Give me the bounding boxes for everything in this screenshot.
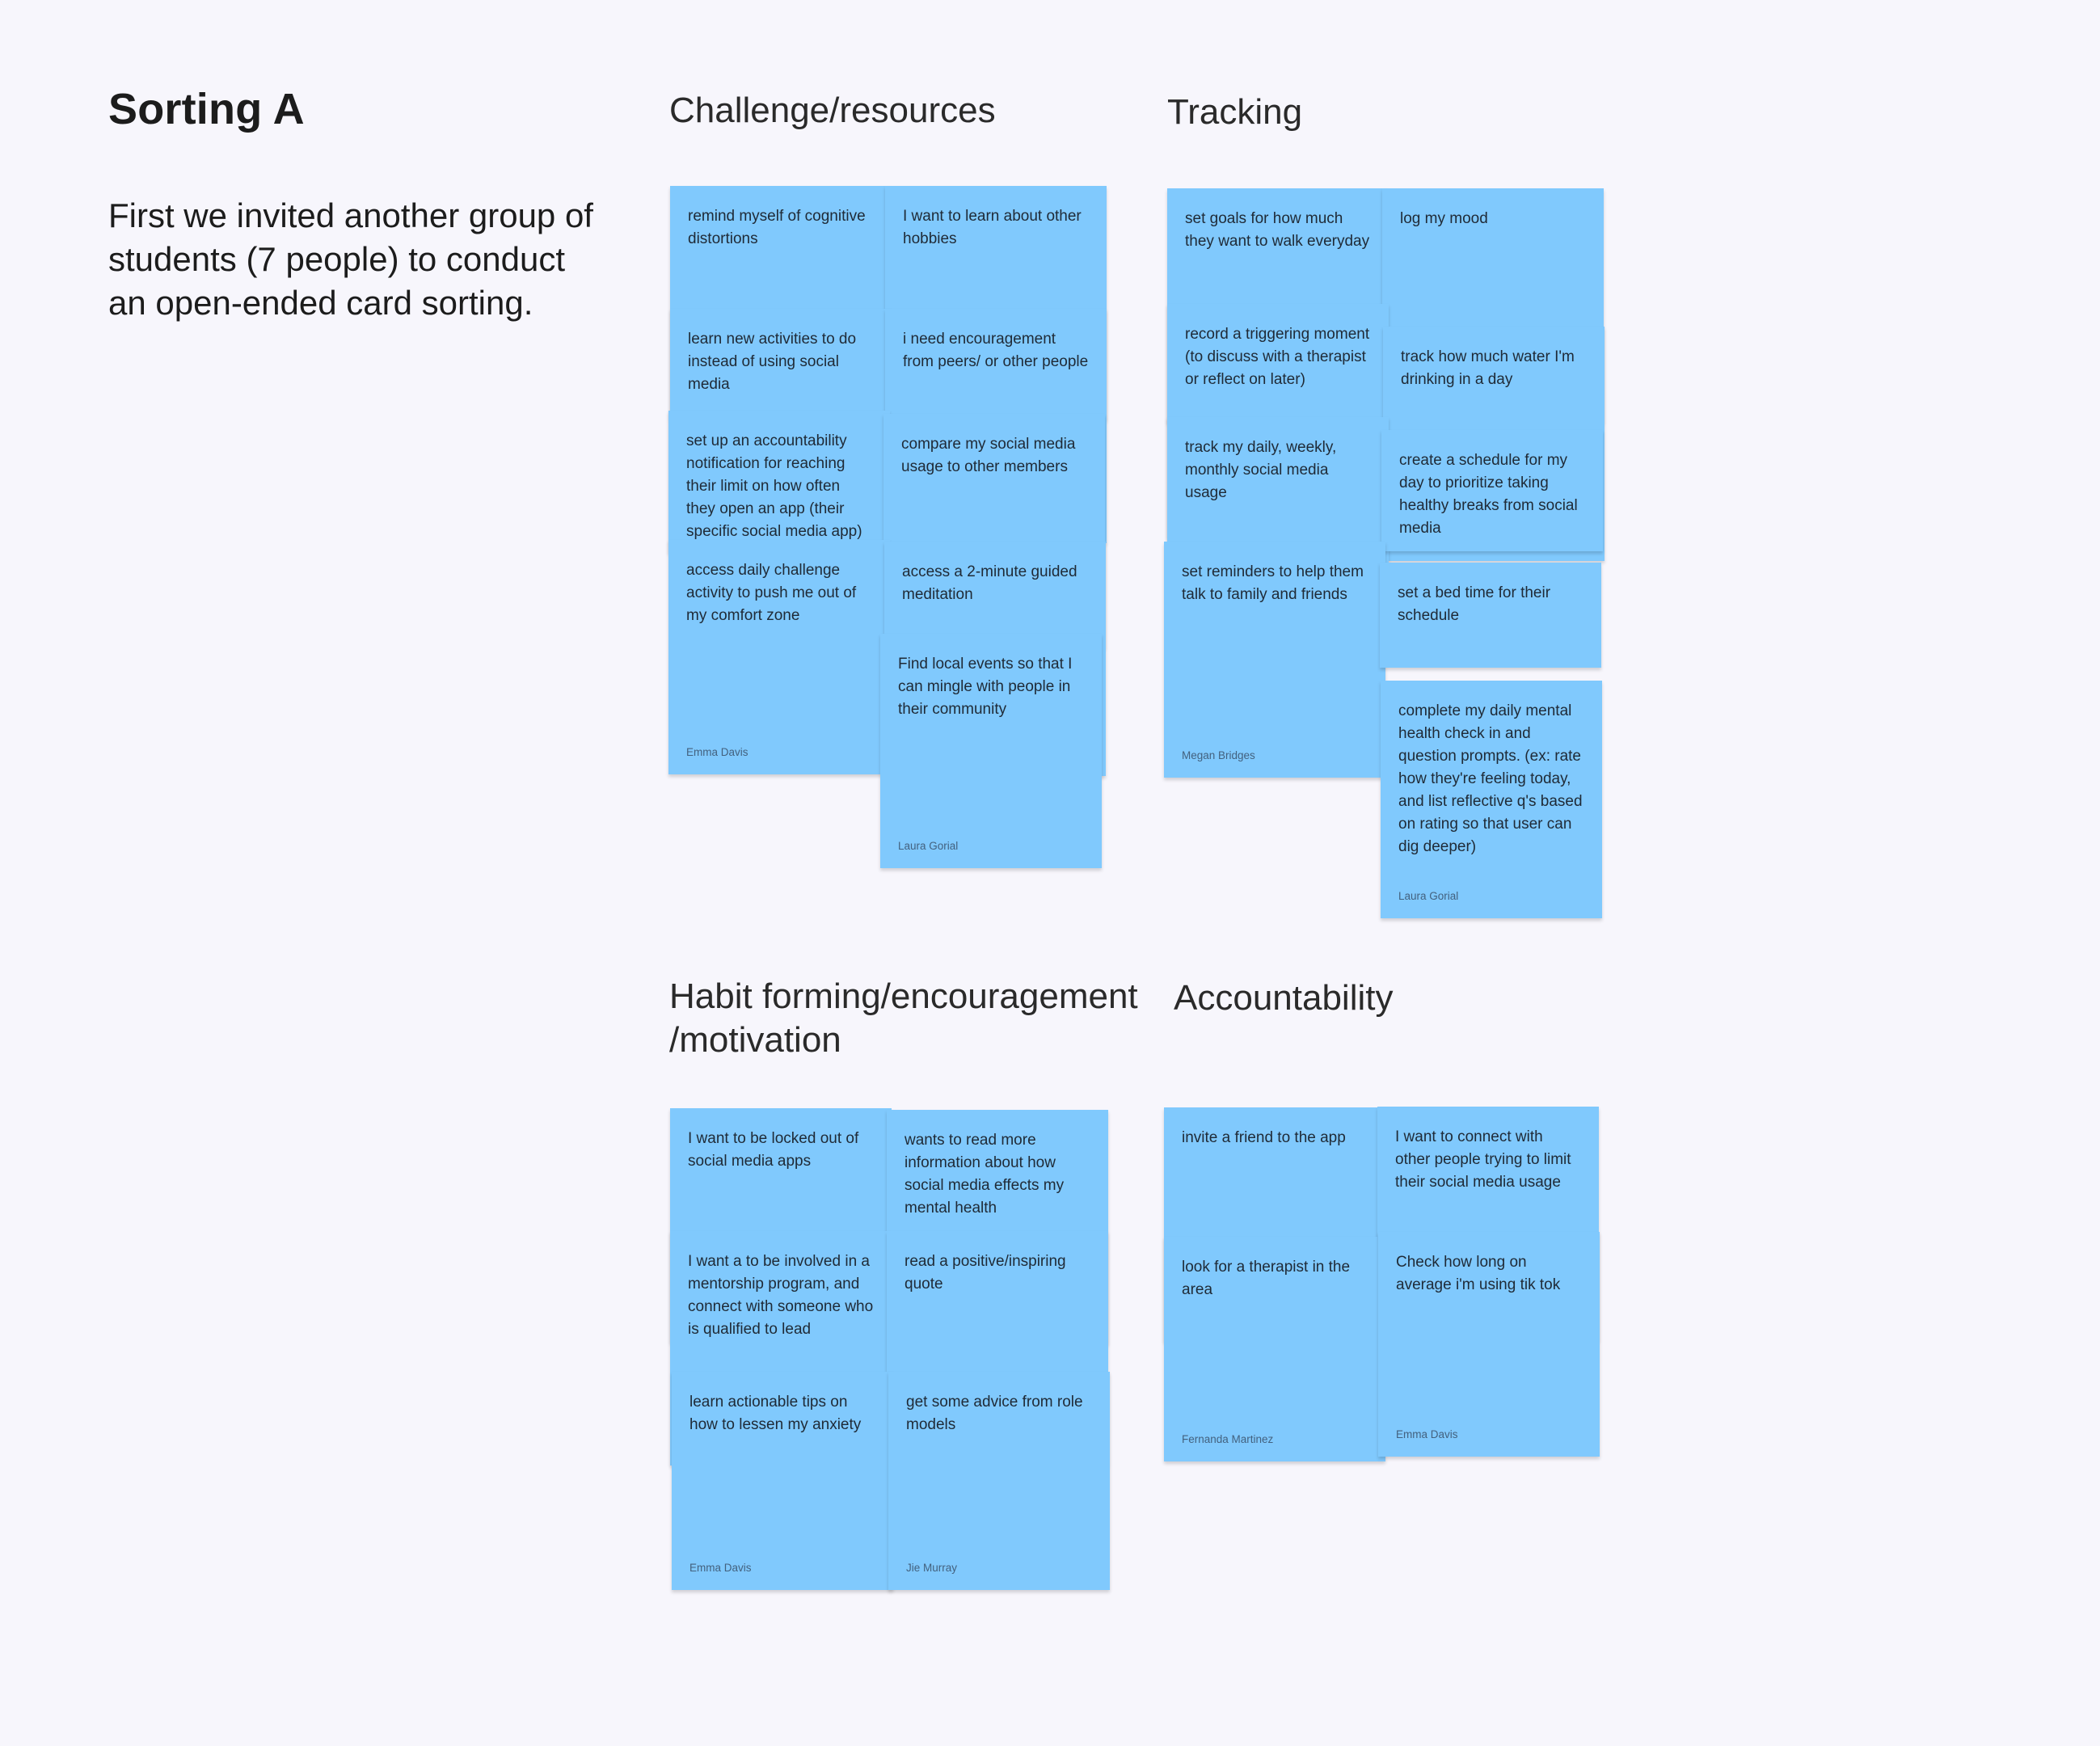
note-text: I want to learn about other hobbies	[903, 208, 1082, 247]
note-author: Fernanda Martinez	[1182, 1433, 1274, 1445]
note-author: Jie Murray	[906, 1562, 958, 1574]
note-text: access daily challenge activity to push …	[686, 562, 857, 624]
note-author: Emma Davis	[1396, 1428, 1458, 1440]
note-text: learn actionable tips on how to lessen m…	[689, 1394, 862, 1433]
note-text: wants to read more information about how…	[905, 1132, 1065, 1217]
note-text: track my daily, weekly, monthly social m…	[1185, 439, 1337, 501]
note-text: set reminders to help them talk to famil…	[1182, 563, 1364, 603]
sticky-note[interactable]: set reminders to help them talk to famil…	[1164, 542, 1385, 778]
note-text: set up an accountability notification fo…	[686, 432, 862, 553]
note-text: I want to be locked out of social media …	[688, 1130, 859, 1170]
page-title: Sorting A	[108, 85, 305, 133]
note-text: log my mood	[1400, 210, 1488, 227]
note-author: Laura Gorial	[898, 840, 959, 852]
sticky-note[interactable]: set up an accountability notification fo…	[668, 411, 890, 553]
note-text: read a positive/inspiring quote	[905, 1253, 1066, 1293]
note-text: I want a to be involved in a mentorship …	[688, 1253, 874, 1338]
sticky-note[interactable]: Check how long on average i'm using tik …	[1378, 1232, 1600, 1457]
sticky-note[interactable]: Find local events so that I can mingle w…	[880, 634, 1102, 868]
note-text: I want to connect with other people tryi…	[1395, 1128, 1571, 1191]
section-title-challenge: Challenge/resources	[669, 91, 996, 130]
note-text: set a bed time for their schedule	[1398, 584, 1551, 624]
sticky-note[interactable]: learn actionable tips on how to lessen m…	[672, 1372, 893, 1590]
sticky-note[interactable]: create a schedule for my day to prioriti…	[1381, 430, 1603, 551]
note-text: learn new activities to do instead of us…	[688, 331, 857, 393]
note-text: record a triggering moment (to discuss w…	[1185, 326, 1370, 388]
note-author: Megan Bridges	[1182, 749, 1255, 761]
note-text: track how much water I'm drinking in a d…	[1401, 348, 1575, 388]
sticky-note[interactable]: access daily challenge activity to push …	[668, 540, 890, 774]
note-text: set goals for how much they want to walk…	[1185, 210, 1370, 250]
note-author: Emma Davis	[686, 746, 748, 758]
note-text: Check how long on average i'm using tik …	[1396, 1254, 1561, 1293]
note-text: remind myself of cognitive distortions	[688, 208, 866, 247]
note-text: complete my daily mental health check in…	[1398, 702, 1583, 855]
section-title-tracking: Tracking	[1167, 92, 1303, 132]
sticky-note[interactable]: complete my daily mental health check in…	[1381, 681, 1602, 918]
note-text: get some advice from role models	[906, 1394, 1083, 1433]
note-text: compare my social media usage to other m…	[901, 436, 1076, 475]
note-text: invite a friend to the app	[1182, 1129, 1346, 1146]
note-text: create a schedule for my day to prioriti…	[1399, 452, 1578, 537]
note-text: i need encouragement from peers/ or othe…	[903, 331, 1089, 370]
note-text: look for a therapist in the area	[1182, 1259, 1351, 1298]
section-title-accountability: Accountability	[1174, 978, 1394, 1018]
note-text: access a 2-minute guided meditation	[902, 563, 1077, 603]
note-author: Emma Davis	[689, 1562, 752, 1574]
intro-text: First we invited another group of studen…	[108, 196, 593, 322]
note-text: Find local events so that I can mingle w…	[898, 656, 1073, 718]
note-author: Laura Gorial	[1398, 890, 1459, 902]
sticky-note[interactable]: set a bed time for their schedule	[1380, 563, 1601, 668]
section-title-habit: Habit forming/encouragement /motivation	[669, 976, 1138, 1060]
